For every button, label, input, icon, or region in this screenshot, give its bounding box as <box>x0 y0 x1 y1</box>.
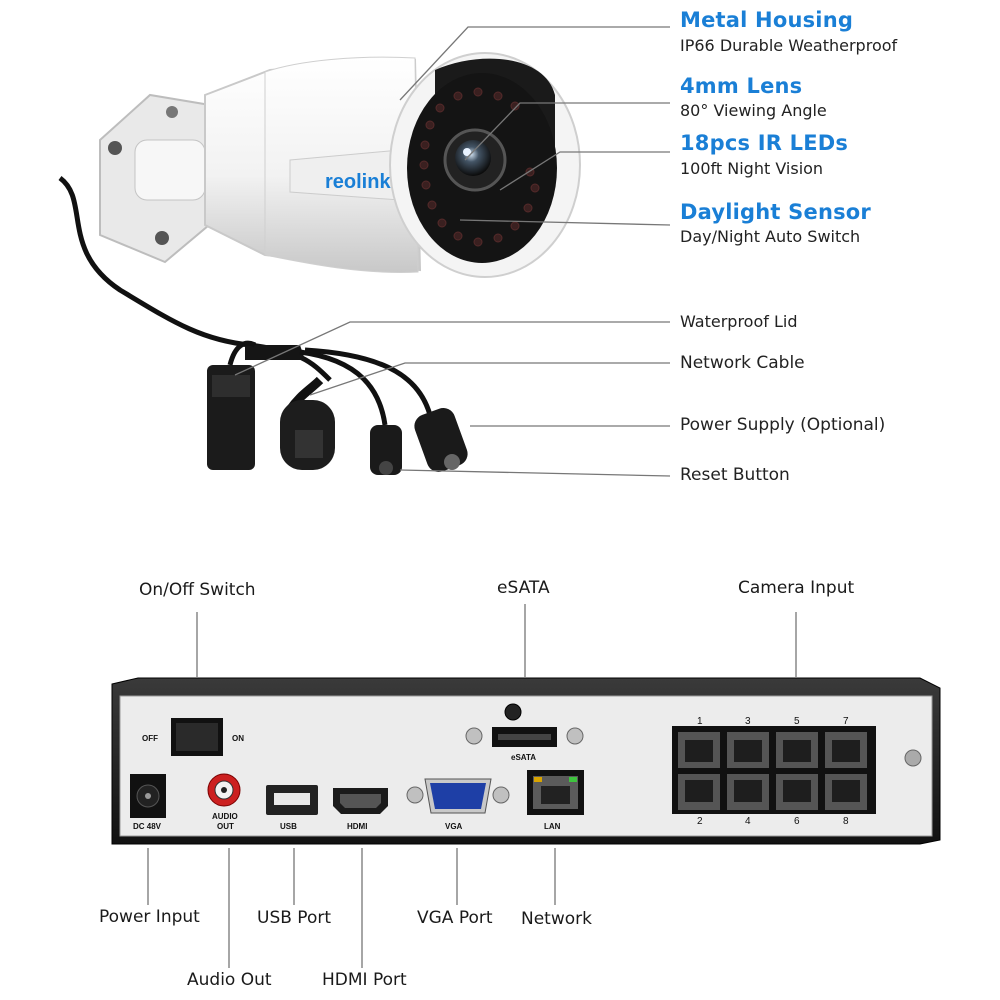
label-network: Network <box>521 909 592 929</box>
port-num: 7 <box>843 716 849 727</box>
port-num: 2 <box>697 816 703 827</box>
port-num: 1 <box>697 716 703 727</box>
camera-mount <box>99 93 217 264</box>
feature-title-lens: 4mm Lens <box>680 74 803 98</box>
port-num: 8 <box>843 816 849 827</box>
feature-title-metal-housing: Metal Housing <box>680 8 854 32</box>
label-on-off-switch: On/Off Switch <box>139 580 256 600</box>
label-hdmi-port: HDMI Port <box>322 970 407 990</box>
usb-label: USB <box>280 822 297 831</box>
label-network-cable: Network Cable <box>680 353 805 373</box>
label-esata: eSATA <box>497 578 550 598</box>
audio-out-label-2: OUT <box>217 822 234 831</box>
on-label: ON <box>232 734 244 743</box>
label-power-supply: Power Supply (Optional) <box>680 415 886 435</box>
label-usb-port: USB Port <box>257 908 332 928</box>
feature-desc-metal-housing: IP66 Durable Weatherproof <box>680 36 898 55</box>
ir-leds <box>419 87 540 247</box>
ground-screw <box>904 749 922 767</box>
port-num: 4 <box>745 816 751 827</box>
dc-label: DC 48V <box>133 822 162 831</box>
camera-connectors <box>207 340 468 475</box>
label-reset-button: Reset Button <box>680 465 790 485</box>
camera-body: reolink <box>204 52 581 278</box>
label-audio-out: Audio Out <box>187 970 272 990</box>
label-camera-input: Camera Input <box>738 578 855 598</box>
poe-ports <box>678 732 867 810</box>
port-num: 6 <box>794 816 800 827</box>
audio-out-label-1: AUDIO <box>212 812 238 821</box>
feature-desc-daylight-sensor: Day/Night Auto Switch <box>680 227 861 246</box>
camera-cable <box>58 175 251 348</box>
nvr-unit: OFF ON DC 48V AUDIO OUT USB HDMI VGA eSA… <box>111 604 941 968</box>
esata-panel-label: eSATA <box>511 753 536 762</box>
label-waterproof-lid: Waterproof Lid <box>680 312 798 331</box>
camera-leaders <box>234 26 671 477</box>
label-power-input: Power Input <box>99 907 200 927</box>
lan-label: LAN <box>544 822 561 831</box>
reolink-logo: reolink <box>325 171 391 193</box>
feature-title-ir-leds: 18pcs IR LEDs <box>680 131 849 155</box>
port-num: 5 <box>794 716 800 727</box>
hdmi-label: HDMI <box>347 822 367 831</box>
off-label: OFF <box>142 734 158 743</box>
port-num: 3 <box>745 716 751 727</box>
feature-desc-ir-leds: 100ft Night Vision <box>680 159 824 178</box>
feature-title-daylight-sensor: Daylight Sensor <box>680 200 871 224</box>
feature-desc-lens: 80° Viewing Angle <box>680 101 827 120</box>
vga-label: VGA <box>445 822 463 831</box>
label-vga-port: VGA Port <box>417 908 493 928</box>
